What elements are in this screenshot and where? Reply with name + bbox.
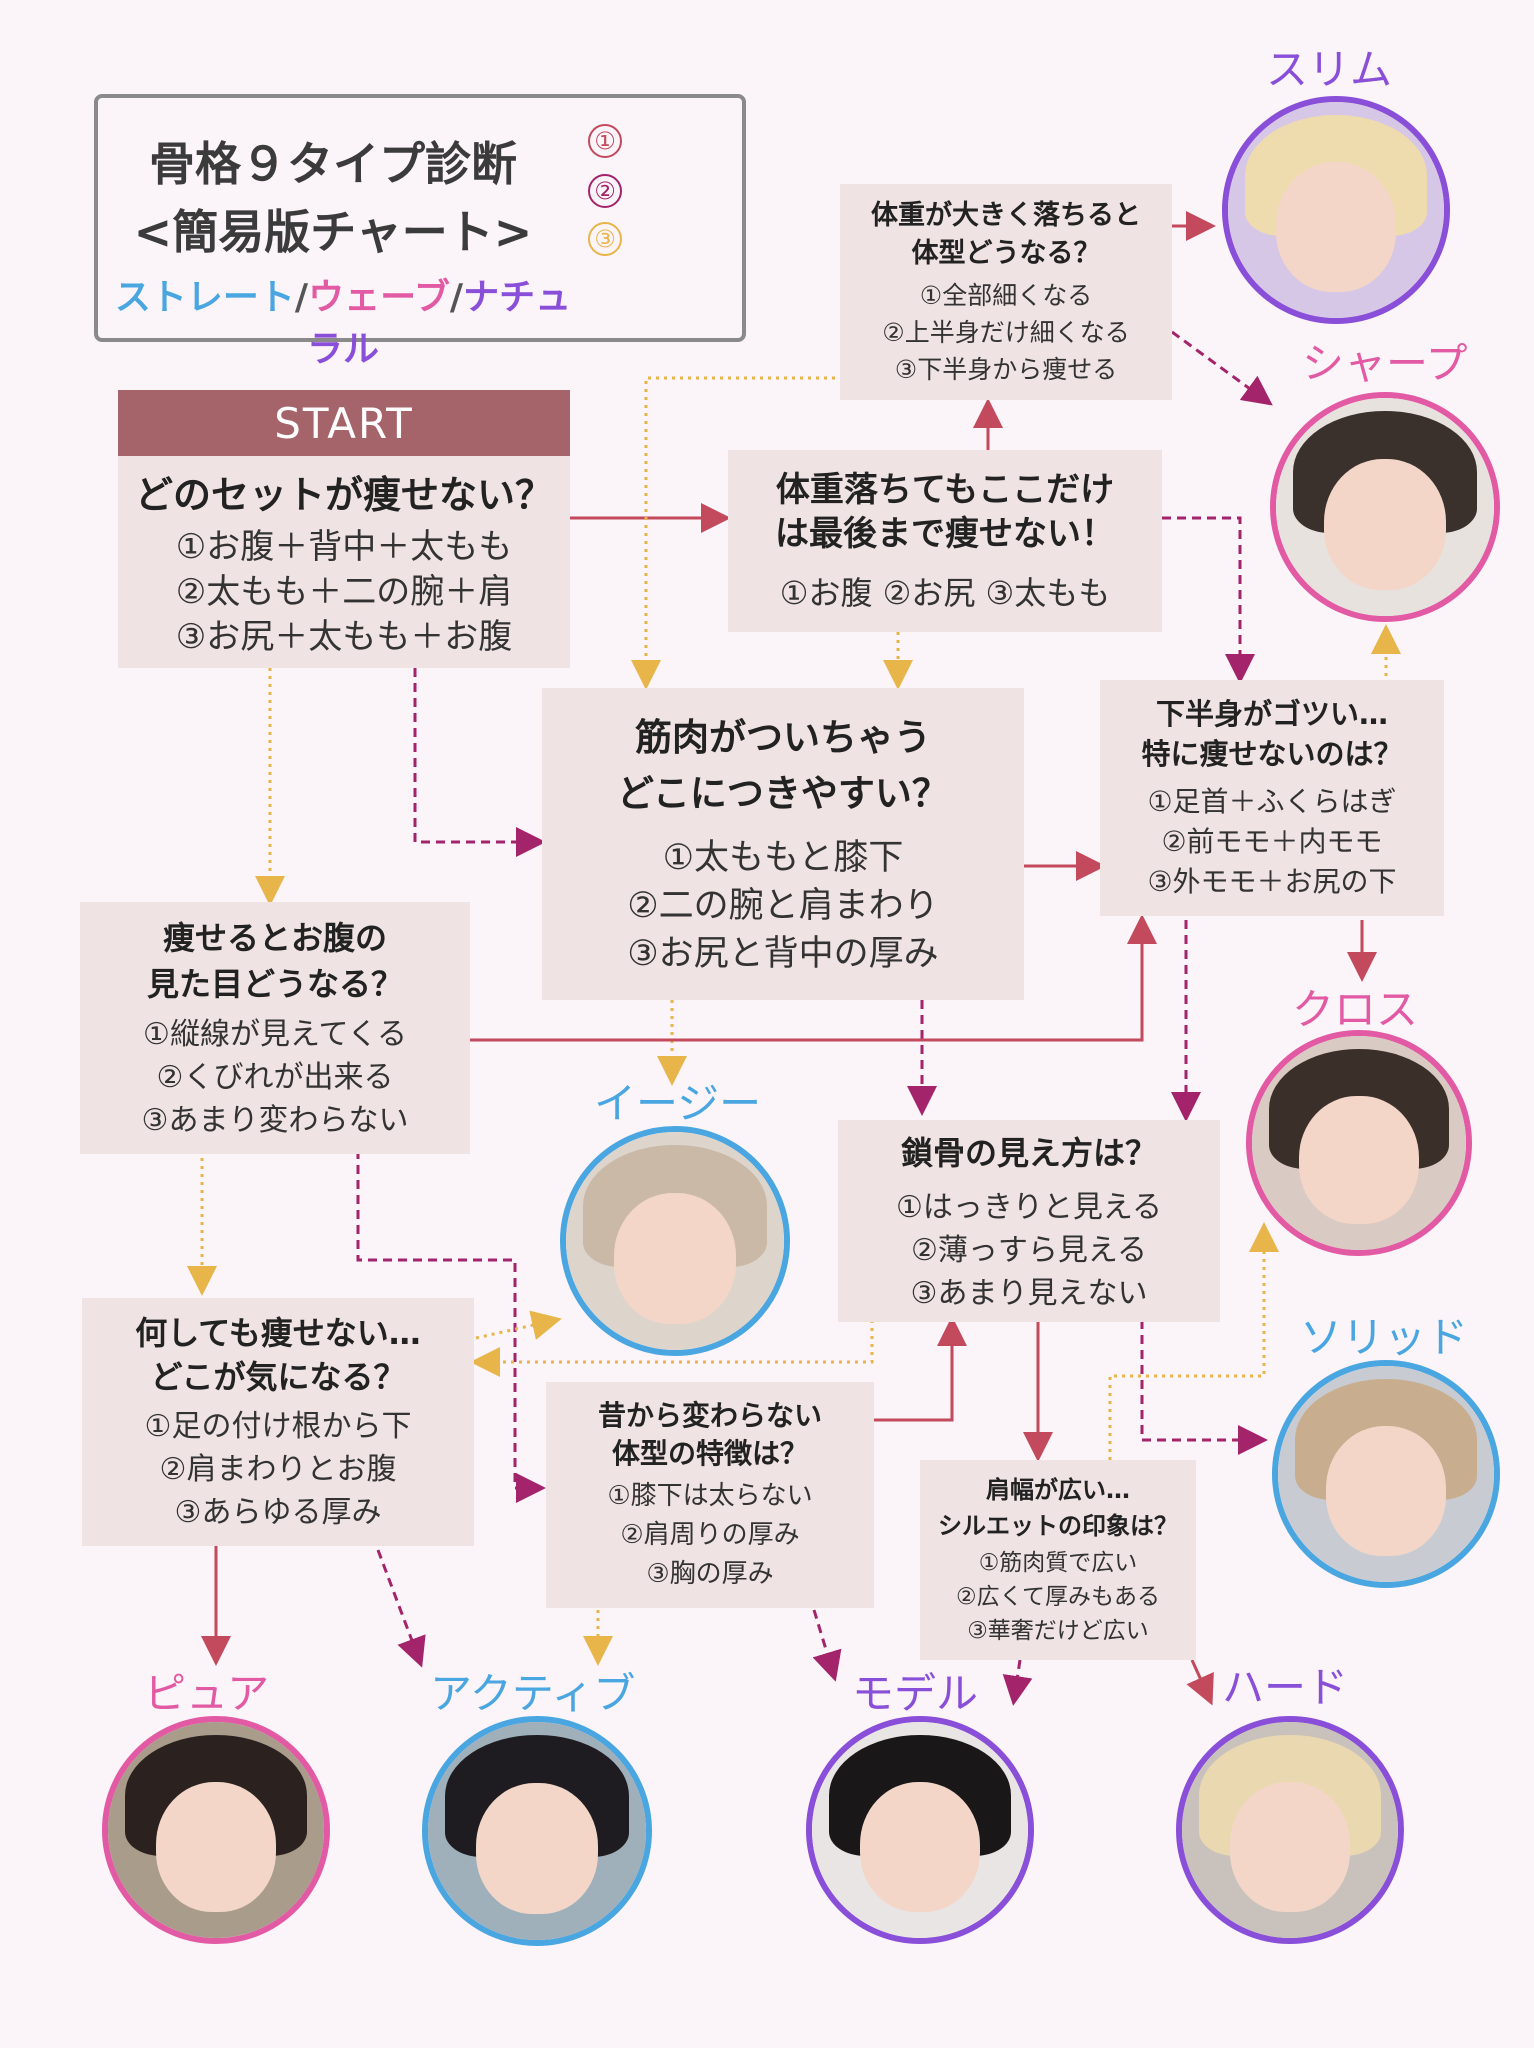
avatar-cross	[1246, 1030, 1472, 1256]
legend-item-3: ③	[588, 222, 622, 256]
avatar-active	[422, 1716, 652, 1946]
question-text: 下半身がゴツい…特に痩せないのは？	[1141, 697, 1403, 771]
start-label: START	[118, 390, 570, 456]
type-natural: ナチュラル	[306, 277, 572, 370]
result-label-hard: ハード	[1222, 1663, 1349, 1712]
avatar-hard	[1176, 1716, 1404, 1944]
legend-num: ①	[588, 124, 622, 158]
legend-num: ②	[588, 174, 622, 208]
question-text: 体重落ちてもここだけは最後まで痩せない！	[775, 470, 1115, 554]
chart-title: 骨格９タイプ診断	[149, 137, 517, 191]
question-text: 肩幅が広い…シルエットの印象は？	[938, 1476, 1178, 1540]
chart-subtitle: <簡易版チャート>	[133, 205, 533, 259]
avatar-pure	[102, 1716, 330, 1944]
result-label-slim: スリム	[1266, 45, 1393, 94]
avatar-solid	[1272, 1360, 1500, 1588]
legend-item-1: ①	[588, 124, 622, 158]
avatar-easy	[560, 1126, 790, 1356]
result-label-easy: イージー	[594, 1079, 762, 1128]
result-label-pure: ピュア	[144, 1669, 270, 1718]
result-label-sharp: シャープ	[1302, 339, 1468, 388]
question-options: ①お腹 ②お尻 ③太もも	[779, 574, 1111, 612]
question-text: 痩せるとお腹の見た目どうなる？	[146, 918, 403, 1003]
result-label-model: モデル	[852, 1669, 979, 1718]
question-text: 昔から変わらない体型の特徴は？	[597, 1398, 822, 1470]
question-text: どのセットが痩せない？	[134, 473, 553, 517]
question-text: 筋肉がついちゃうどこにつきやすい？	[617, 716, 949, 815]
legend-num: ③	[588, 222, 622, 256]
result-label-active: アクティブ	[430, 1669, 636, 1718]
avatar-sharp	[1270, 392, 1500, 622]
title-panel: 骨格９タイプ診断 <簡易版チャート> ストレート/ウェーブ/ナチュラル ① ② …	[94, 94, 746, 370]
type-separator: /	[449, 277, 464, 318]
question-text: 鎖骨の見え方は？	[900, 1133, 1157, 1172]
type-separator: /	[294, 277, 309, 318]
legend-item-2: ②	[588, 174, 622, 208]
result-label-solid: ソリッド	[1300, 1313, 1469, 1362]
question-text: 体重が大きく落ちると体型どうなる？	[871, 199, 1141, 269]
question-last-part: 体重落ちてもここだけは最後まで痩せない！ ①お腹 ②お尻 ③太もも	[728, 450, 1162, 632]
avatar-model	[806, 1716, 1034, 1944]
type-wave: ウェーブ	[308, 277, 450, 318]
type-straight: ストレート	[114, 277, 295, 318]
result-label-cross: クロス	[1292, 985, 1419, 1034]
avatar-slim	[1222, 96, 1450, 324]
type-list: ストレート/ウェーブ/ナチュラル	[98, 268, 588, 372]
question-text: 何しても痩せない…どこが気になる？	[135, 1313, 421, 1396]
